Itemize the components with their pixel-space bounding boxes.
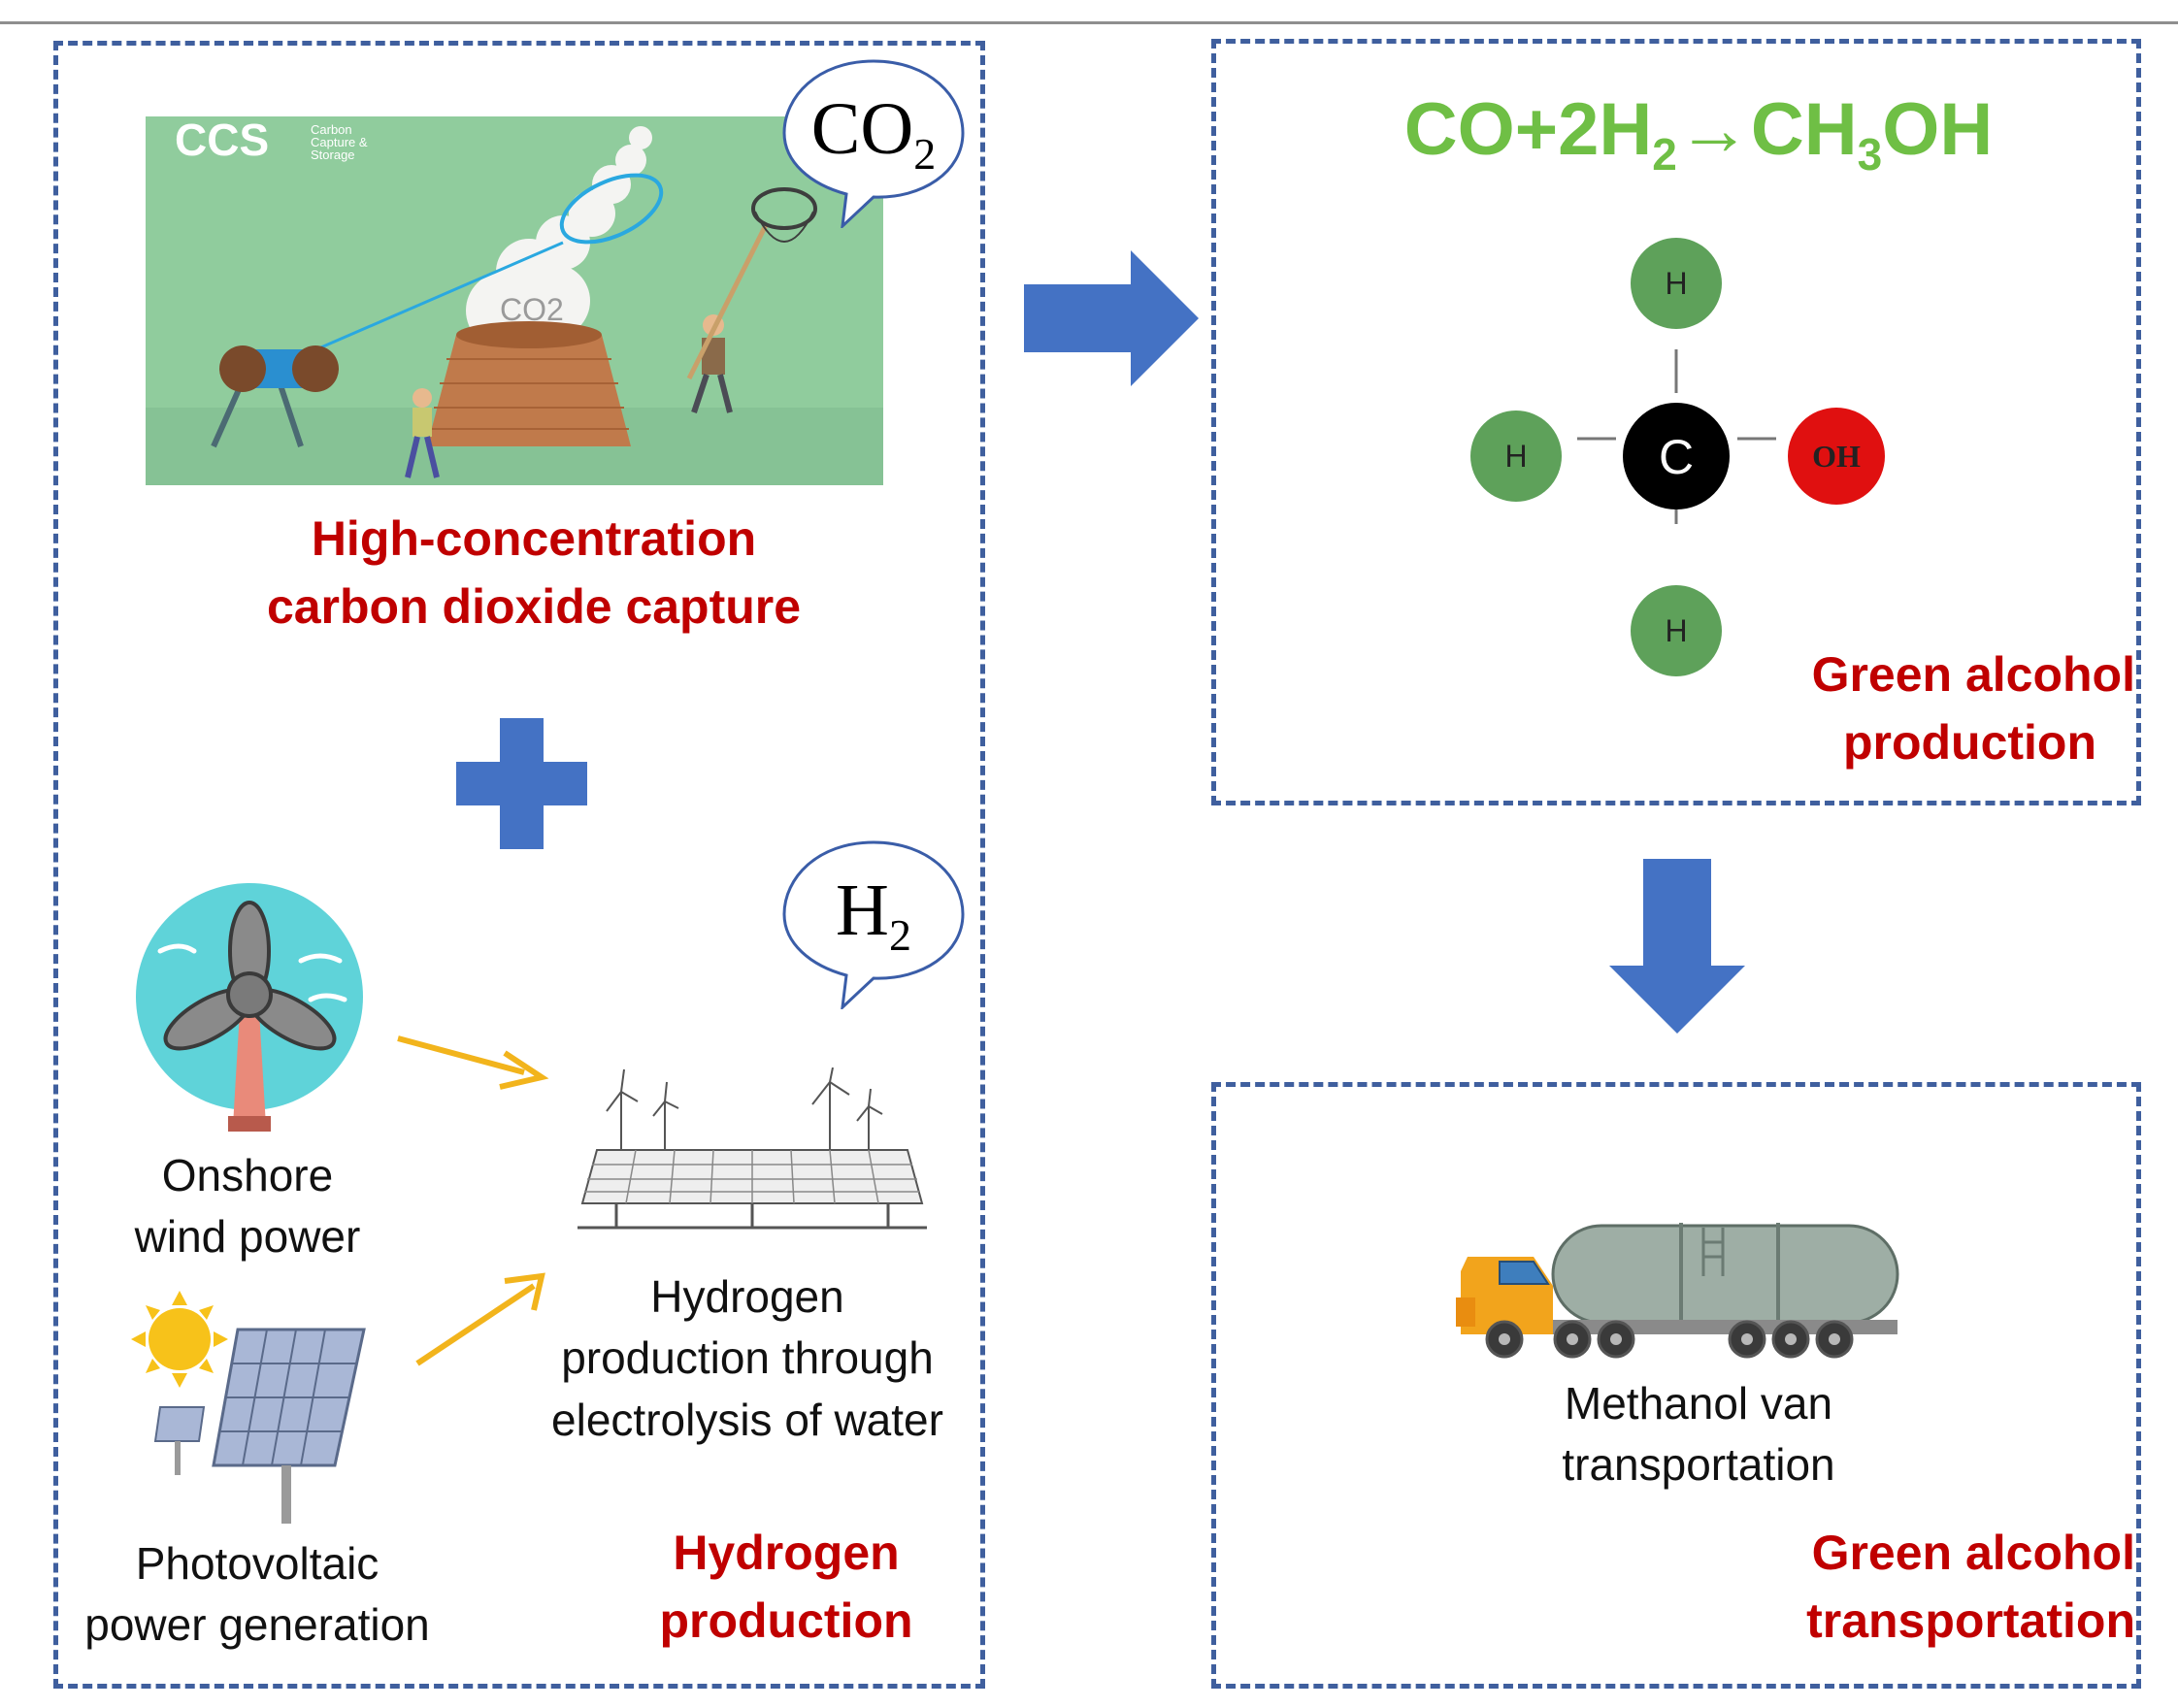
methanol-molecule: H H C OH H [1470, 238, 1885, 676]
chimney-co2-text: CO2 [500, 292, 564, 327]
svg-text:Storage: Storage [311, 148, 355, 162]
panel-methanol-production [1211, 39, 2141, 805]
chimney-icon [427, 335, 631, 446]
panel-transportation [1211, 1082, 2141, 1689]
down-arrow-icon [1609, 859, 1745, 1034]
hydrogen-atom-top: H [1631, 238, 1722, 329]
svg-text:OH: OH [1812, 439, 1861, 474]
electrolysis-label: Hydrogen production through electrolysis… [551, 1271, 943, 1445]
capture-title: High-concentration carbon dioxide captur… [266, 511, 802, 634]
flow-arrow-solar [415, 1272, 545, 1366]
right-arrow-icon [1024, 250, 1199, 386]
winch-icon [211, 345, 339, 448]
svg-text:H: H [1665, 266, 1687, 301]
tanker-truck-icon [1456, 1223, 1899, 1359]
hydrogen-production-title: Hydrogen production [659, 1526, 913, 1648]
top-rule [0, 21, 2178, 24]
methanol-equation: CO+2H2→CH3OH [1403, 88, 1994, 181]
photovoltaic-label: Photovoltaic power generation [84, 1538, 430, 1651]
flow-arrow-wind [397, 1035, 549, 1090]
wind-power-label: Onshore wind power [134, 1150, 361, 1263]
lasso-icon [559, 173, 664, 245]
svg-text:Carbon: Carbon [311, 122, 352, 137]
hydrogen-atom-left: H [1470, 411, 1562, 502]
plus-icon [456, 718, 587, 849]
svg-text:C: C [1659, 430, 1694, 484]
ccs-logo: CCS [175, 116, 269, 165]
panel-feedstock [53, 41, 985, 1689]
green-alcohol-transportation-title: Green alcohol transportation [1806, 1526, 2135, 1648]
ccs-illustration: CO2 CCS Carbon Capture & Storage [146, 116, 883, 485]
co2-speech-bubble: CO2 [776, 53, 971, 228]
carbon-atom: C [1623, 403, 1730, 509]
green-alcohol-production-title: Green alcohol production [1811, 647, 2135, 770]
wind-turbine-icon [136, 883, 363, 1132]
hydroxyl-group: OH [1788, 408, 1885, 505]
hydrogen-atom-bottom: H [1631, 585, 1722, 676]
svg-text:Capture &: Capture & [311, 135, 368, 149]
solar-panel-icon [131, 1291, 366, 1524]
h2-speech-bubble: H2 [776, 835, 971, 1009]
worker-pulling-icon [405, 388, 440, 478]
svg-text:H: H [1665, 613, 1687, 648]
worker-net-icon [686, 187, 817, 413]
solar-wind-farm-icon [578, 1068, 927, 1230]
methanol-van-label: Methanol van transportation [1562, 1378, 1835, 1491]
svg-text:H: H [1504, 439, 1527, 474]
